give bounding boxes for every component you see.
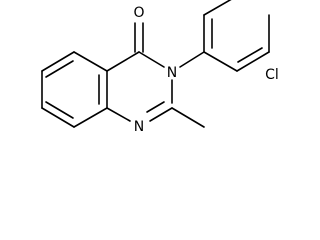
bond-benzo-2 bbox=[73, 51, 108, 72]
bond-aryl-3 bbox=[203, 51, 238, 72]
bond-benzo-5 bbox=[41, 107, 75, 128]
bond-aryl-4 bbox=[236, 51, 270, 72]
bond-aryl-4-inner bbox=[237, 47, 263, 63]
bond-benzo-1 bbox=[41, 51, 75, 72]
chlorine-label: Cl bbox=[265, 67, 279, 83]
bond-n3-aryl bbox=[179, 51, 205, 68]
nitrogen-3-label: N bbox=[167, 65, 177, 81]
bond-c4-n3 bbox=[138, 51, 165, 68]
bond-c2-n1 bbox=[149, 107, 173, 122]
carbonyl-group bbox=[134, 22, 144, 53]
pyrimidinone-ring bbox=[106, 51, 173, 122]
bond-c4a-c4 bbox=[106, 51, 140, 72]
bond-benzo-5-inner bbox=[45, 101, 74, 119]
bond-benzo-1-inner bbox=[45, 60, 74, 78]
bond-c2-n1-inner bbox=[146, 101, 165, 113]
methyl-bond bbox=[171, 107, 205, 128]
bond-benzo-4 bbox=[73, 107, 108, 128]
benzo-ring bbox=[41, 51, 108, 128]
chlorophenyl-ring bbox=[203, 0, 270, 72]
nitrogen-1-label: N bbox=[134, 119, 144, 135]
bond-n1-c8a bbox=[106, 107, 131, 122]
chemical-structure-diagram: O N N Cl bbox=[41, 0, 279, 135]
bond-aryl-2 bbox=[203, 0, 232, 16]
oxygen-label: O bbox=[133, 5, 144, 21]
